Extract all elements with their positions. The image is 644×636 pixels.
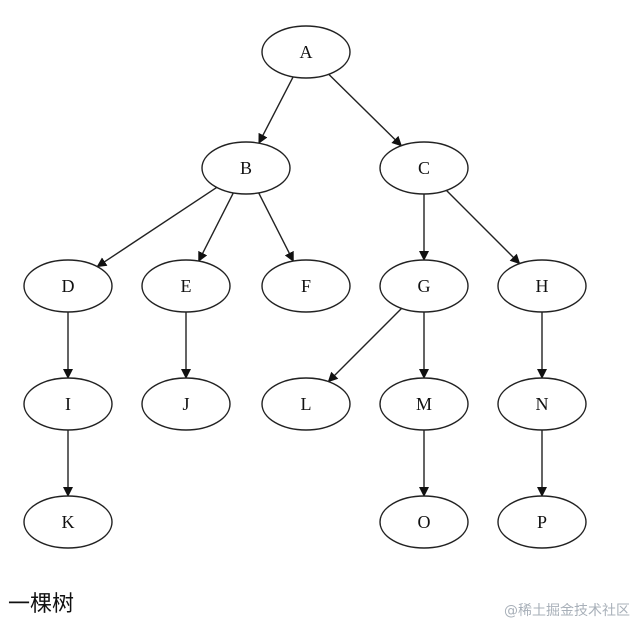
node-a: A — [261, 25, 351, 79]
node-label: N — [536, 394, 549, 414]
node-ellipse — [23, 495, 113, 549]
edge-c-h — [445, 189, 521, 265]
node-l: L — [261, 377, 351, 431]
tree-diagram: A B C D E F G H I J L M N K O P — [23, 25, 587, 549]
node-ellipse — [141, 259, 231, 313]
node-f: F — [261, 259, 351, 313]
node-ellipse — [379, 141, 469, 195]
watermark: @稀土掘金技术社区 — [504, 603, 630, 619]
edge-b-e — [198, 192, 234, 262]
node-label: A — [300, 42, 313, 62]
node-ellipse — [141, 377, 231, 431]
node-label: B — [240, 158, 252, 178]
node-p: P — [497, 495, 587, 549]
node-ellipse — [379, 259, 469, 313]
node-h: H — [497, 259, 587, 313]
node-ellipse — [23, 377, 113, 431]
node-label: G — [418, 276, 431, 296]
edge-a-b — [258, 76, 294, 144]
edge-g-l — [327, 307, 403, 383]
node-label: C — [418, 158, 430, 178]
edge-b-f — [258, 192, 294, 262]
node-o: O — [379, 495, 469, 549]
node-ellipse — [497, 495, 587, 549]
node-m: M — [379, 377, 469, 431]
node-ellipse — [23, 259, 113, 313]
node-label: K — [62, 512, 75, 532]
node-label: L — [301, 394, 312, 414]
node-b: B — [201, 141, 291, 195]
node-i: I — [23, 377, 113, 431]
node-label: H — [536, 276, 549, 296]
node-ellipse — [379, 377, 469, 431]
node-label: D — [62, 276, 75, 296]
node-g: G — [379, 259, 469, 313]
node-e: E — [141, 259, 231, 313]
node-ellipse — [379, 495, 469, 549]
node-ellipse — [201, 141, 291, 195]
node-k: K — [23, 495, 113, 549]
edge-b-d — [96, 186, 218, 268]
node-d: D — [23, 259, 113, 313]
node-label: O — [418, 512, 431, 532]
node-label: E — [181, 276, 192, 296]
node-label: F — [301, 276, 311, 296]
node-j: J — [141, 377, 231, 431]
figure-caption: 一棵树 — [8, 592, 75, 617]
node-label: J — [182, 394, 189, 414]
node-n: N — [497, 377, 587, 431]
node-label: I — [65, 394, 71, 414]
edge-a-c — [328, 73, 403, 147]
node-label: P — [537, 512, 547, 532]
node-c: C — [379, 141, 469, 195]
nodes-layer: A B C D E F G H I J L M N K O P — [23, 25, 587, 549]
node-ellipse — [497, 377, 587, 431]
node-ellipse — [261, 259, 351, 313]
node-ellipse — [261, 377, 351, 431]
node-ellipse — [497, 259, 587, 313]
edges-layer — [63, 73, 547, 497]
node-ellipse — [261, 25, 351, 79]
node-label: M — [416, 394, 432, 414]
